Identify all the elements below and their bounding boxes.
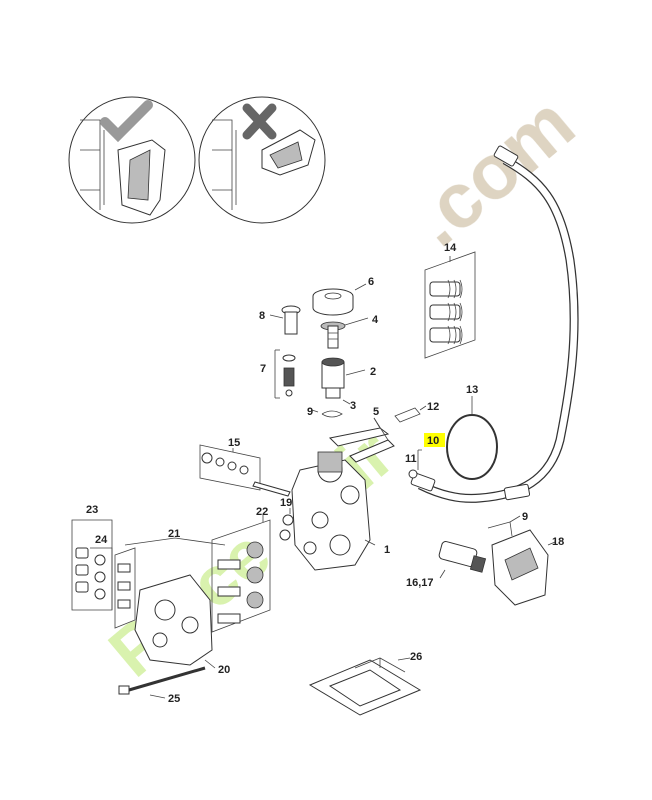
callout-26: 26 xyxy=(410,651,422,663)
callout-9-upper: 9 xyxy=(307,406,313,418)
part-19 xyxy=(279,508,294,541)
part-4 xyxy=(320,317,369,349)
callout-13: 13 xyxy=(466,384,478,396)
hose xyxy=(410,145,579,503)
part-16-17 xyxy=(438,541,487,579)
callout-25: 25 xyxy=(168,693,180,705)
detail-circle-correct xyxy=(68,96,196,224)
part-9-clip xyxy=(311,409,343,418)
callout-7: 7 xyxy=(260,363,266,375)
highlight-box xyxy=(424,433,445,447)
part-7 xyxy=(274,349,296,399)
part-23-24-group xyxy=(71,519,113,611)
part-25-bolt xyxy=(118,666,206,699)
callout-14: 14 xyxy=(444,242,457,254)
callout-10: 10 xyxy=(427,435,439,447)
callout-12: 12 xyxy=(427,401,439,413)
callout-11: 11 xyxy=(405,453,417,465)
part-20-crankcase xyxy=(134,574,216,669)
callout-2: 2 xyxy=(370,366,376,378)
callout-labels: 1 2 3 4 5 6 7 8 9 10 11 12 13 14 15 16,1… xyxy=(86,242,564,705)
part-15-group xyxy=(199,444,291,497)
detail-circle-incorrect xyxy=(198,96,326,224)
callout-1: 1 xyxy=(384,544,390,556)
callout-8: 8 xyxy=(259,310,265,322)
part-2 xyxy=(321,357,366,405)
part-12-clip xyxy=(394,405,427,423)
callout-21: 21 xyxy=(168,528,180,540)
cross-icon xyxy=(242,103,277,140)
part-26-gasket xyxy=(308,657,422,716)
part-21-group xyxy=(114,537,226,629)
callout-4: 4 xyxy=(372,314,379,326)
part-5-clips xyxy=(328,417,395,463)
callout-3: 3 xyxy=(350,400,356,412)
callout-6: 6 xyxy=(368,276,374,288)
part-18 xyxy=(487,515,556,606)
callout-5: 5 xyxy=(373,406,379,418)
callout-15: 15 xyxy=(228,437,240,449)
part-6 xyxy=(312,283,367,316)
part-1-pump-head xyxy=(291,451,376,571)
callout-24: 24 xyxy=(95,534,108,546)
callout-23: 23 xyxy=(86,504,98,516)
callout-9-lower: 9 xyxy=(522,511,528,523)
part-8 xyxy=(269,305,301,335)
part-14-group xyxy=(424,251,476,359)
check-icon xyxy=(100,100,153,143)
callout-20: 20 xyxy=(218,664,230,676)
callout-18: 18 xyxy=(552,536,564,548)
callout-19: 19 xyxy=(280,497,292,509)
part-13-oring xyxy=(446,396,498,480)
callout-16-17: 16,17 xyxy=(406,577,434,589)
part-10-11 xyxy=(408,433,445,479)
callout-22: 22 xyxy=(256,506,268,518)
part-22-group xyxy=(211,515,271,633)
